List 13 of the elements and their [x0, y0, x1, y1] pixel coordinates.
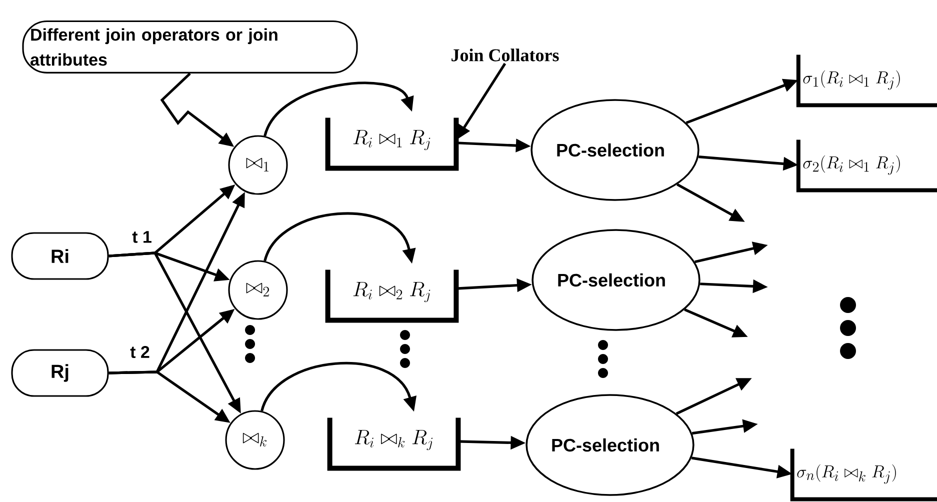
callout-box: Different join operators or join attributes — [22, 20, 358, 74]
trunk-label: t 2 — [130, 346, 150, 358]
annotation-label: Join Collators — [452, 48, 559, 62]
join-collator: $R_i \bowtie_2 R_j$ — [325, 270, 459, 323]
trunk-label: t 1 — [132, 231, 152, 243]
join-collator: $R_i \bowtie_k R_j$ — [327, 418, 461, 471]
arrow — [264, 82, 414, 136]
join-collator: $R_i \bowtie_1 R_j$ — [325, 118, 459, 171]
relation-box: Ri — [11, 232, 109, 280]
relation-box: Rj — [11, 349, 109, 397]
result-container: $\sigma_n(R_i \bowtie_k R_j)$ — [790, 448, 937, 502]
result-container: $\sigma_2(R_i \bowtie_1 R_j)$ — [796, 140, 937, 192]
result-container: $\sigma_1(R_i \bowtie_1 R_j)$ — [796, 54, 937, 108]
